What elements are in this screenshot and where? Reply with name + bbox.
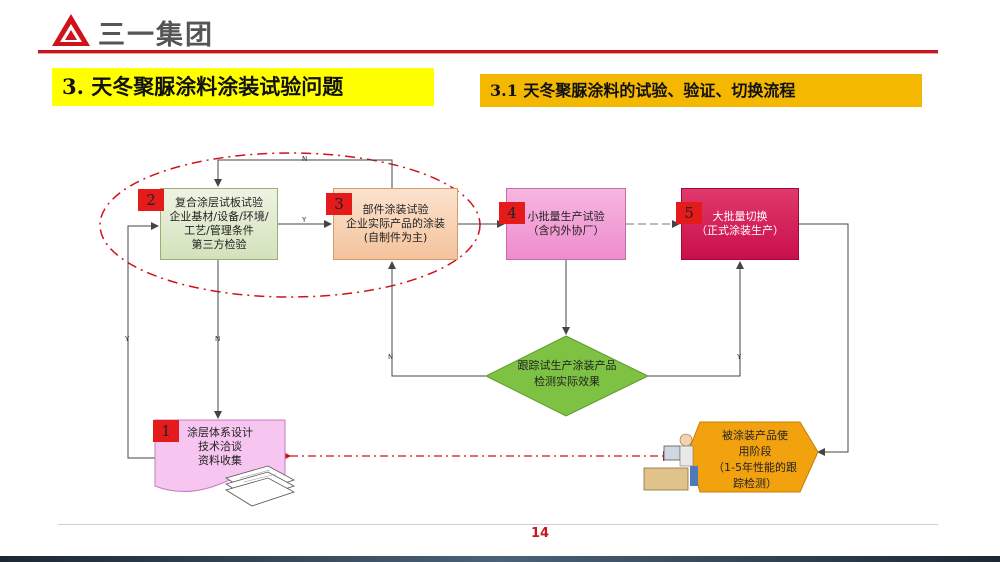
header-divider-light: [38, 53, 938, 54]
header-divider: [38, 50, 938, 53]
step-3-line: 部件涂装试验: [362, 203, 429, 216]
decision-text: 跟踪试生产涂装产品 检测实际效果: [497, 358, 637, 390]
company-name: 三一集团: [98, 20, 214, 51]
step-1-line: 技术洽谈: [198, 440, 242, 453]
step-2-box: 复合涂层试板试验 企业基材/设备/环境/ 工艺/管理条件 第三方检验: [160, 188, 278, 260]
step-5-badge: 5: [676, 202, 702, 224]
subsection-title: 3.1 天冬聚脲涂料的试验、验证、切换流程: [480, 74, 922, 107]
step-1-line: 资料收集: [198, 454, 242, 467]
step-2-badge: 2: [138, 189, 164, 211]
step-1-line: 涂层体系设计: [187, 426, 253, 439]
final-stage-text: 被涂装产品使 用阶段 （1-5年性能的跟 踪检测）: [700, 428, 810, 492]
step-1-badge: 1: [153, 420, 179, 442]
label-n-down: N: [215, 335, 221, 343]
label-n-decision: N: [388, 353, 394, 361]
arrow-5-to-final: [799, 223, 849, 456]
step-2-line: 第三方检验: [191, 238, 247, 251]
step-5-line: （正式涂装生产）: [696, 224, 784, 237]
final-line: 被涂装产品使: [722, 429, 788, 442]
step-4-line: 小批量生产试验: [527, 210, 605, 223]
page-number: 14: [530, 526, 550, 541]
step-2-line: 工艺/管理条件: [184, 224, 254, 237]
step-4-box: 小批量生产试验 （含内外协厂）: [506, 188, 626, 260]
step-3-box: 部件涂装试验 企业实际产品的涂装 (自制件为主): [333, 188, 458, 260]
label-n-top: N: [302, 155, 308, 163]
person-at-desk-icon: [643, 433, 698, 491]
step-5-box: 大批量切换 （正式涂装生产）: [681, 188, 799, 260]
decision-line: 跟踪试生产涂装产品: [517, 359, 617, 372]
decision-diamond: [484, 335, 650, 417]
step-3-badge: 3: [326, 193, 352, 215]
final-line: 用阶段: [738, 445, 772, 458]
final-line: 踪检测）: [733, 477, 777, 490]
step-1-box: 涂层体系设计 技术洽谈 资料收集: [155, 420, 285, 490]
step-2-line: 复合涂层试板试验: [175, 196, 263, 209]
highlight-ellipse: [99, 152, 481, 298]
step-4-line: （含内外协厂）: [527, 224, 605, 237]
arrow-n-loop: [214, 159, 393, 188]
label-y-decision: Y: [737, 353, 742, 361]
step-4-badge: 4: [499, 202, 525, 224]
bottom-bar: [0, 556, 1000, 562]
step-3-line: 企业实际产品的涂装: [346, 217, 445, 230]
step-3-line: (自制件为主): [363, 231, 428, 244]
section-title: 3. 天冬聚脲涂料涂装试验问题: [52, 68, 434, 106]
footer-divider: [58, 524, 938, 525]
paper-stack-icon: [225, 465, 296, 507]
label-y-left: Y: [125, 335, 130, 343]
step-2-line: 企业基材/设备/环境/: [169, 210, 269, 223]
decision-line: 检测实际效果: [534, 375, 600, 388]
step-5-line: 大批量切换: [712, 210, 768, 223]
sany-logo-icon: [52, 14, 90, 46]
arrow-decision-to-5: [646, 261, 744, 377]
label-y-2to3: Y: [302, 216, 307, 224]
final-line: （1-5年性能的跟: [713, 461, 797, 474]
arrow-decision-to-3: [388, 261, 486, 377]
arrow-1-to-2: [127, 222, 159, 459]
